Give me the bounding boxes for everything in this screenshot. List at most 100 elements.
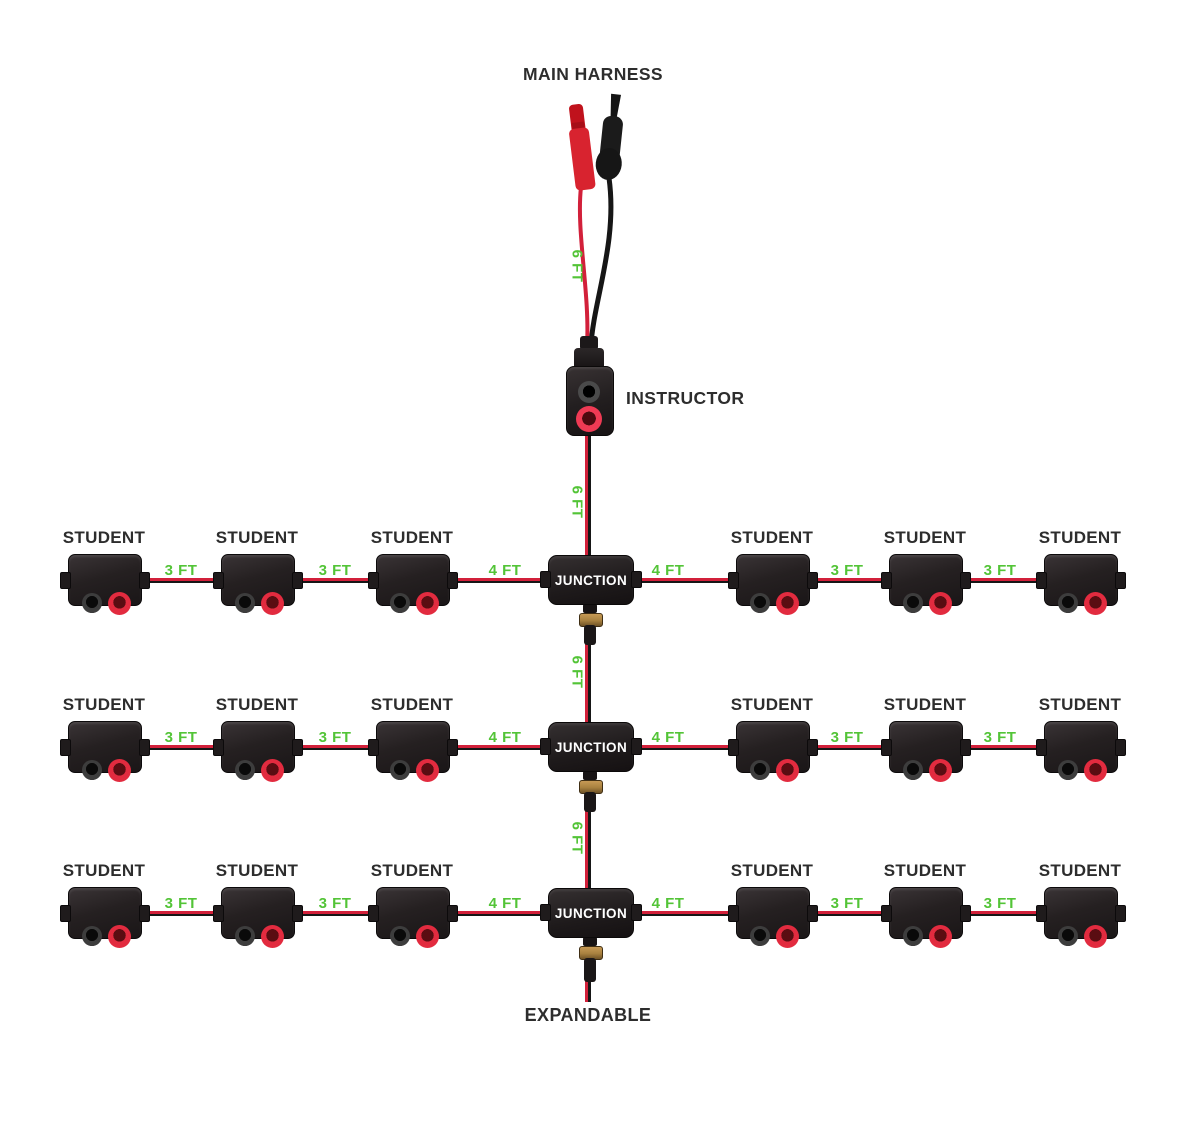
student-box: STUDENT — [60, 861, 150, 965]
connector-tab — [881, 905, 892, 922]
student-box: STUDENT — [368, 695, 458, 799]
distance-label-vertical: 6 FT — [568, 249, 586, 283]
instructor-box — [566, 366, 614, 436]
student-label: STUDENT — [883, 861, 967, 880]
red-jack — [776, 592, 799, 615]
student-label: STUDENT — [62, 695, 146, 714]
connector-tab — [1036, 739, 1047, 756]
student-box-body — [728, 554, 818, 615]
black-jack — [390, 593, 410, 613]
student-box: STUDENT — [60, 695, 150, 799]
distance-label: 4 FT — [651, 895, 685, 912]
distance-label: 3 FT — [318, 729, 352, 746]
distance-label: 3 FT — [318, 895, 352, 912]
red-jack — [776, 759, 799, 782]
student-box-body — [1036, 887, 1126, 948]
student-box-body — [728, 721, 818, 782]
student-box: STUDENT — [1036, 528, 1126, 632]
student-box: STUDENT — [213, 861, 303, 965]
distance-label: 4 FT — [488, 729, 522, 746]
connector-tab — [60, 739, 71, 756]
connector-tab — [807, 572, 818, 589]
black-jack — [390, 760, 410, 780]
red-jack — [416, 925, 439, 948]
connector-tab — [540, 571, 551, 588]
connector-tab — [631, 904, 642, 921]
connector-tab — [292, 572, 303, 589]
student-label: STUDENT — [1038, 528, 1122, 547]
student-box-body — [728, 887, 818, 948]
connector-tab — [1115, 572, 1126, 589]
connector-tab — [368, 905, 379, 922]
expandable-label: EXPANDABLE — [524, 1005, 652, 1025]
connector-tab — [292, 739, 303, 756]
connector-tab — [1036, 905, 1047, 922]
distance-label: 4 FT — [651, 729, 685, 746]
black-jack — [1058, 760, 1078, 780]
junction-box: JUNCTION — [540, 722, 642, 772]
red-jack — [108, 759, 131, 782]
black-jack — [750, 926, 770, 946]
student-label: STUDENT — [215, 695, 299, 714]
red-jack — [261, 759, 284, 782]
connector-tab — [807, 739, 818, 756]
distance-label: 3 FT — [164, 562, 198, 579]
student-box: STUDENT — [881, 861, 971, 965]
connector-tab — [447, 739, 458, 756]
connector-tab — [728, 905, 739, 922]
student-label: STUDENT — [730, 861, 814, 880]
student-label: STUDENT — [215, 528, 299, 547]
connector-tab — [213, 739, 224, 756]
student-label: STUDENT — [1038, 695, 1122, 714]
connector-tab — [540, 904, 551, 921]
student-box-body — [368, 887, 458, 948]
black-jack — [750, 593, 770, 613]
student-label: STUDENT — [370, 861, 454, 880]
inline-connector — [580, 336, 598, 350]
red-jack — [576, 406, 602, 432]
connector-tab — [881, 739, 892, 756]
red-jack — [416, 592, 439, 615]
student-box-body — [881, 887, 971, 948]
student-box: STUDENT — [881, 528, 971, 632]
trunk-wire — [585, 340, 591, 1002]
student-box-body — [213, 887, 303, 948]
distance-label: 4 FT — [651, 562, 685, 579]
black-jack — [235, 926, 255, 946]
student-box: STUDENT — [60, 528, 150, 632]
connector-tab — [60, 572, 71, 589]
black-jack — [1058, 926, 1078, 946]
red-lead-wire — [577, 186, 590, 347]
inline-connector — [583, 604, 597, 613]
student-label: STUDENT — [1038, 861, 1122, 880]
black-jack — [750, 760, 770, 780]
distance-label-vertical: 6 FT — [568, 821, 586, 855]
student-box: STUDENT — [1036, 695, 1126, 799]
distance-label: 3 FT — [983, 562, 1017, 579]
student-box-body — [60, 887, 150, 948]
connector-tab — [1115, 905, 1126, 922]
connector-tab — [728, 739, 739, 756]
diagram-title: MAIN HARNESS — [523, 64, 663, 84]
student-label: STUDENT — [730, 695, 814, 714]
red-jack — [929, 759, 952, 782]
connector-tab — [213, 905, 224, 922]
student-label: STUDENT — [370, 695, 454, 714]
student-box: STUDENT — [213, 695, 303, 799]
distance-label: 3 FT — [318, 562, 352, 579]
student-label: STUDENT — [215, 861, 299, 880]
inline-connector — [584, 958, 596, 982]
red-jack — [929, 592, 952, 615]
connector-tab — [960, 905, 971, 922]
connector-tab — [447, 572, 458, 589]
instructor-label: INSTRUCTOR — [626, 388, 745, 408]
distance-label-vertical: 6 FT — [568, 485, 586, 519]
student-label: STUDENT — [370, 528, 454, 547]
black-jack — [578, 381, 600, 403]
student-box-body — [60, 554, 150, 615]
red-jack — [108, 592, 131, 615]
student-box: STUDENT — [728, 695, 818, 799]
distance-label: 4 FT — [488, 895, 522, 912]
red-jack — [776, 925, 799, 948]
